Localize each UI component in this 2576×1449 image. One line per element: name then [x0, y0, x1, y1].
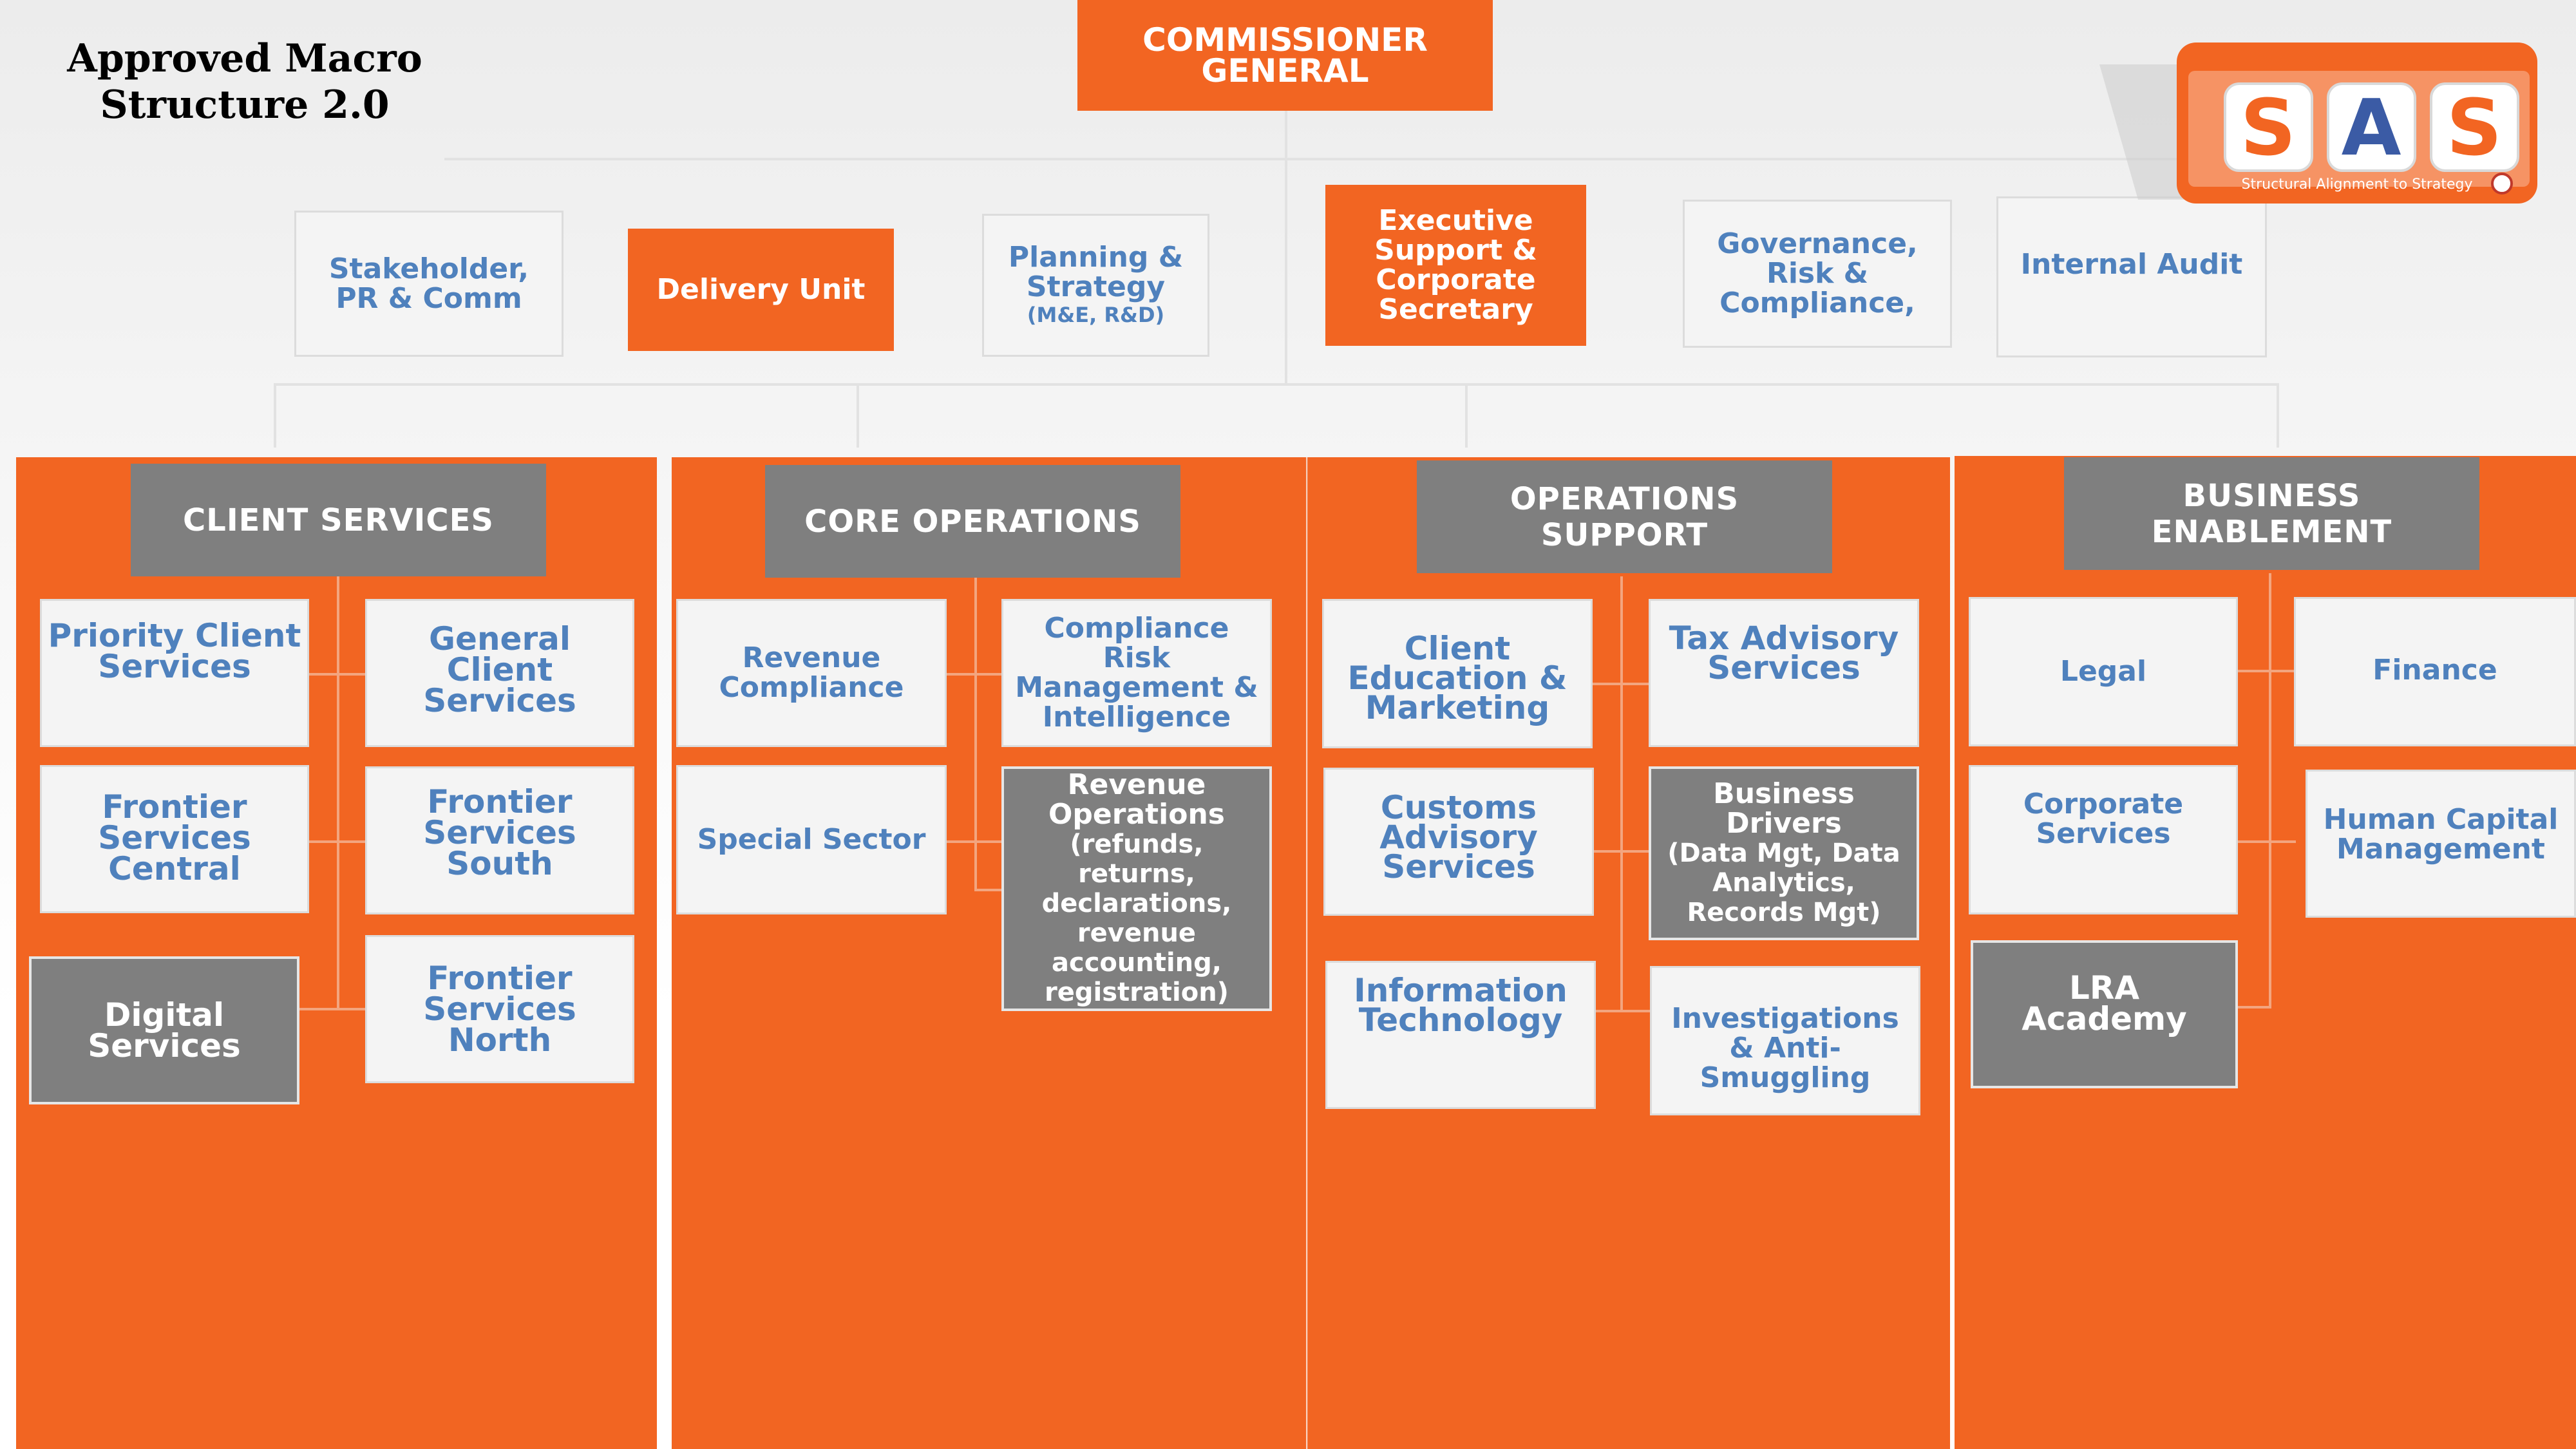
logo-tagline: Structural Alignment to Strategy	[2242, 176, 2473, 193]
stakeholder-pr-comm-box: Stakeholder, PR & Comm	[294, 211, 564, 357]
lra-academy-box: LRA Academy	[1971, 940, 2238, 1088]
finance-box: Finance	[2294, 597, 2576, 746]
client-education-marketing-box: Client Education & Marketing	[1322, 599, 1593, 748]
connector-line	[1620, 576, 1623, 1011]
special-sector-box: Special Sector	[676, 765, 947, 914]
connector-line	[309, 673, 367, 676]
frontier-services-south-box: Frontier Services South	[365, 766, 634, 914]
connector-line	[947, 840, 1005, 843]
connector-line	[274, 383, 2277, 386]
logo-letter-a: A	[2342, 84, 2401, 173]
information-technology-box: Information Technology	[1325, 961, 1596, 1109]
connector-line	[1593, 850, 1651, 853]
priority-client-services-box: Priority Client Services	[40, 599, 309, 747]
digital-services-box: Digital Services	[29, 956, 299, 1104]
business-enablement-header: BUSINESS ENABLEMENT	[2064, 457, 2479, 570]
planning-strategy-box: Planning & Strategy (M&E, R&D)	[982, 214, 1209, 357]
connector-line	[2269, 573, 2271, 1008]
frontier-services-north-box: Frontier Services North	[365, 935, 634, 1083]
connector-line	[337, 576, 339, 1008]
logo-letter-s2: S	[2447, 84, 2502, 173]
connector-line	[274, 383, 276, 448]
investigations-anti-smuggling-box: Investigations & Anti- Smuggling	[1650, 966, 1920, 1115]
connector-line	[1593, 683, 1651, 685]
core-operations-header: CORE OPERATIONS	[765, 465, 1180, 578]
connector-line	[947, 673, 1005, 676]
sas-logo: S A S Structural Alignment to Strategy	[2099, 39, 2544, 219]
executive-support-box: Executive Support & Corporate Secretary	[1325, 185, 1586, 346]
general-client-services-box: General Client Services	[365, 599, 634, 747]
tax-advisory-services-box: Tax Advisory Services	[1649, 599, 1919, 747]
page-title: Approved Macro Structure 2.0	[67, 36, 422, 128]
logo-tile-s2	[2430, 82, 2519, 172]
connector-line	[974, 576, 977, 889]
internal-audit-box: Internal Audit	[1996, 196, 2267, 357]
connector-line	[296, 1008, 367, 1010]
connector-line	[2277, 383, 2279, 448]
connector-line	[2238, 840, 2296, 843]
frontier-services-central-box: Frontier Services Central	[40, 765, 309, 913]
connector-line	[2238, 670, 2296, 672]
connector-line	[1285, 111, 1287, 384]
logo-tile-s1	[2224, 82, 2313, 172]
human-capital-management-box: Human Capital Management	[2306, 770, 2576, 918]
connector-line	[309, 840, 367, 843]
connector-line	[1593, 1010, 1651, 1012]
panel-divider	[1306, 457, 1308, 1449]
governance-risk-compliance-box: Governance, Risk & Compliance,	[1683, 200, 1952, 348]
legal-box: Legal	[1969, 597, 2238, 746]
compliance-risk-management-box: Compliance Risk Management & Intelligenc…	[1001, 599, 1272, 747]
logo-mark-icon	[2491, 173, 2513, 194]
corporate-services-box: Corporate Services	[1969, 765, 2238, 914]
sas-logo-graphic: S A S Structural Alignment to Strategy	[2099, 43, 2537, 204]
connector-line	[974, 889, 1003, 891]
delivery-unit-box: Delivery Unit	[628, 229, 894, 351]
logo-tile-a	[2327, 82, 2416, 172]
operations-support-header: OPERATIONS SUPPORT	[1417, 460, 1832, 573]
customs-advisory-services-box: Customs Advisory Services	[1323, 768, 1594, 916]
connector-line	[1465, 383, 1468, 448]
client-services-header: CLIENT SERVICES	[131, 464, 546, 576]
logo-letter-s1: S	[2240, 84, 2296, 173]
revenue-compliance-box: Revenue Compliance	[676, 599, 947, 747]
connector-line	[2230, 1006, 2271, 1009]
connector-line	[857, 383, 859, 448]
business-drivers-box: Business Drivers (Data Mgt, Data Analyti…	[1649, 766, 1919, 940]
revenue-operations-box: Revenue Operations (refunds, returns, de…	[1001, 766, 1272, 1011]
connector-line	[444, 158, 2280, 160]
commissioner-general-box: COMMISSIONER GENERAL	[1077, 0, 1493, 111]
